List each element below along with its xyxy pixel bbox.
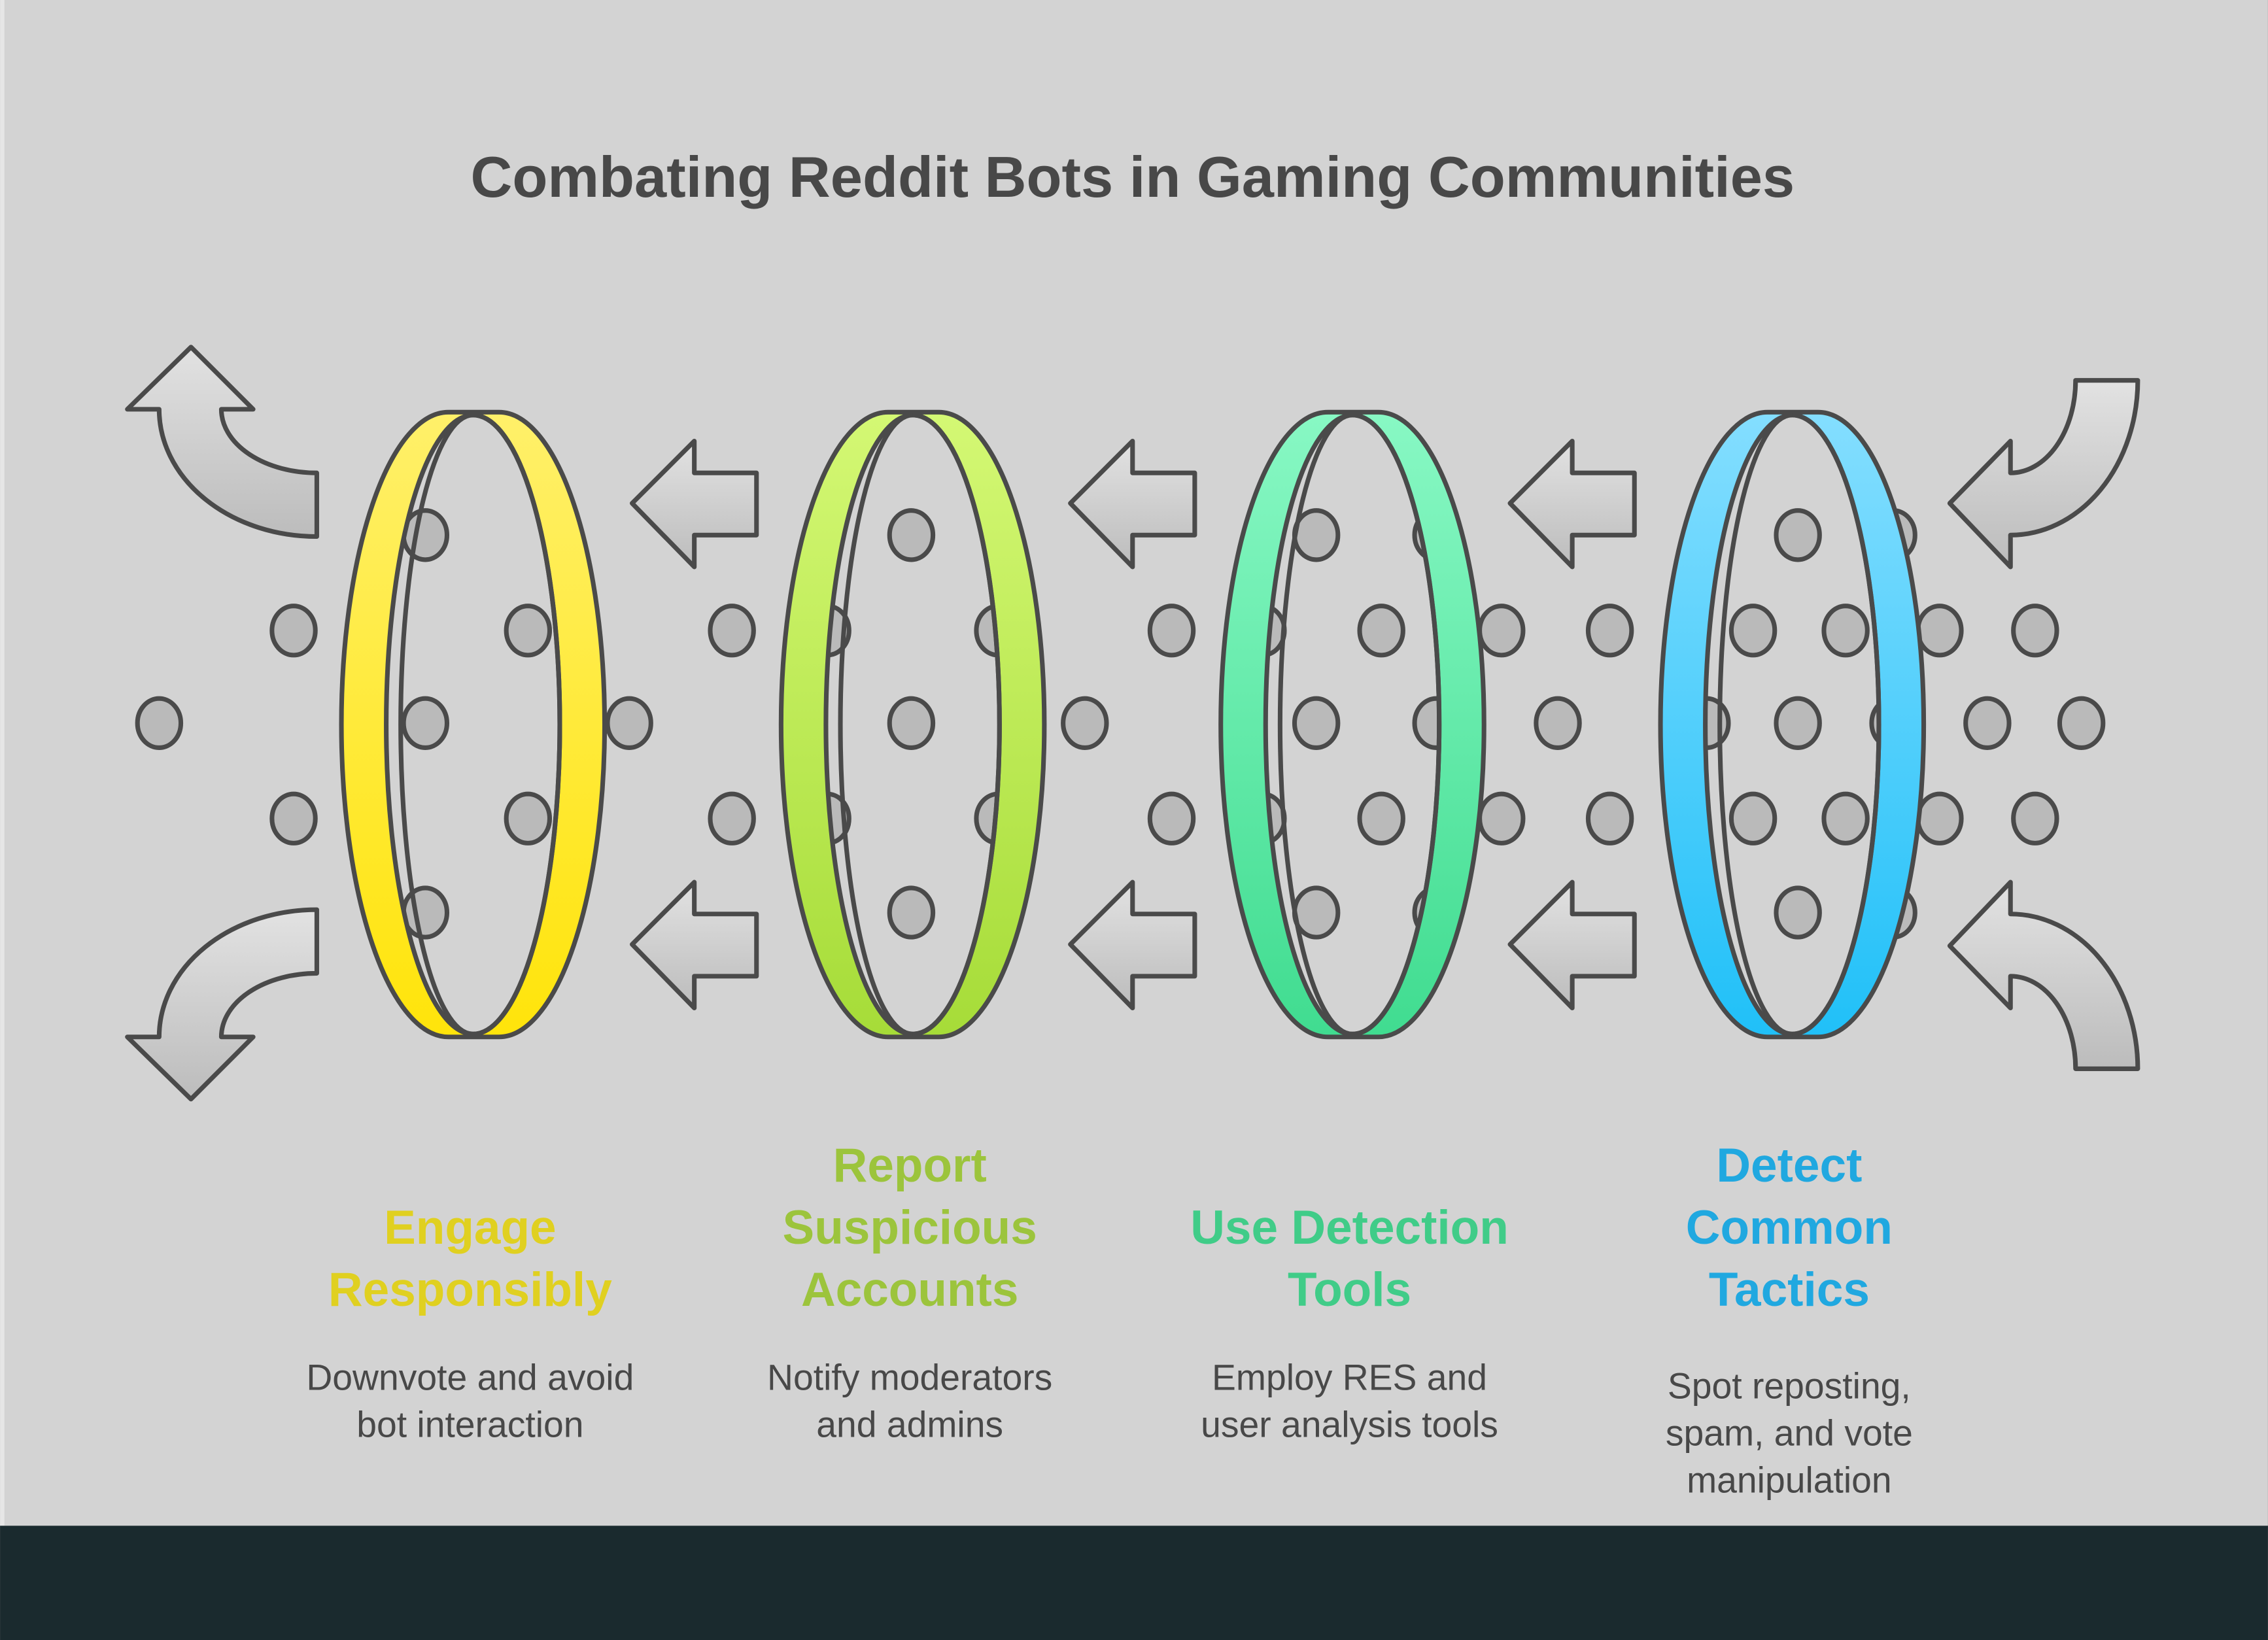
dot <box>1916 604 1964 658</box>
curved-arrow-in-top-icon <box>1947 378 2140 570</box>
dot <box>1292 885 1341 940</box>
dot <box>1774 508 1822 562</box>
dot <box>1728 791 1778 846</box>
dot <box>1963 696 2012 750</box>
dot <box>2011 604 2059 658</box>
dot <box>504 604 553 658</box>
footer-bar <box>0 1526 2268 1640</box>
dot <box>1774 885 1822 940</box>
arrow-left-icon <box>630 880 759 1011</box>
dot <box>1147 791 1196 846</box>
arrow-left-icon <box>1507 880 1637 1011</box>
dot <box>1477 791 1526 846</box>
arrow-left-icon <box>1068 880 1197 1011</box>
dot <box>135 696 184 750</box>
dot <box>1061 696 1109 750</box>
arrow-left-icon <box>1507 439 1637 570</box>
dot <box>708 604 756 658</box>
dot <box>1916 791 1964 846</box>
dot <box>1774 696 1822 750</box>
ring-stage-3 <box>1218 409 1486 1040</box>
dot <box>887 508 936 562</box>
curved-arrow-out-down-icon <box>125 907 319 1102</box>
dot <box>401 696 450 750</box>
dot <box>269 604 318 658</box>
diagram-title: Combating Reddit Bots in Gaming Communit… <box>470 145 1795 209</box>
dot <box>887 885 936 940</box>
dot <box>1728 604 1778 658</box>
dot <box>605 696 653 750</box>
dot <box>2057 696 2106 750</box>
dot <box>269 791 318 846</box>
dot <box>1292 696 1341 750</box>
left-edge <box>0 0 5 1526</box>
dot <box>708 791 756 846</box>
curved-arrow-out-up-icon <box>125 345 319 539</box>
ring-stage-4 <box>1658 409 1927 1040</box>
dot <box>504 791 553 846</box>
dot <box>1477 604 1526 658</box>
dot <box>887 696 936 750</box>
curved-arrow-in-bottom-icon <box>1947 880 2140 1071</box>
ring-stage-1 <box>339 409 608 1040</box>
dot <box>1585 791 1634 846</box>
dot <box>2011 791 2059 846</box>
dot <box>1357 791 1405 846</box>
dot <box>1534 696 1582 750</box>
dot <box>1147 604 1196 658</box>
rings-layer <box>339 409 1927 1040</box>
dot <box>1292 508 1341 562</box>
dot <box>1585 604 1634 658</box>
arrow-left-icon <box>630 439 759 570</box>
dot <box>1821 791 1870 846</box>
arrow-left-icon <box>1068 439 1197 570</box>
arrows-layer <box>125 345 2140 1102</box>
dot <box>1821 604 1870 658</box>
dot <box>1357 604 1405 658</box>
ring-stage-2 <box>778 409 1047 1040</box>
